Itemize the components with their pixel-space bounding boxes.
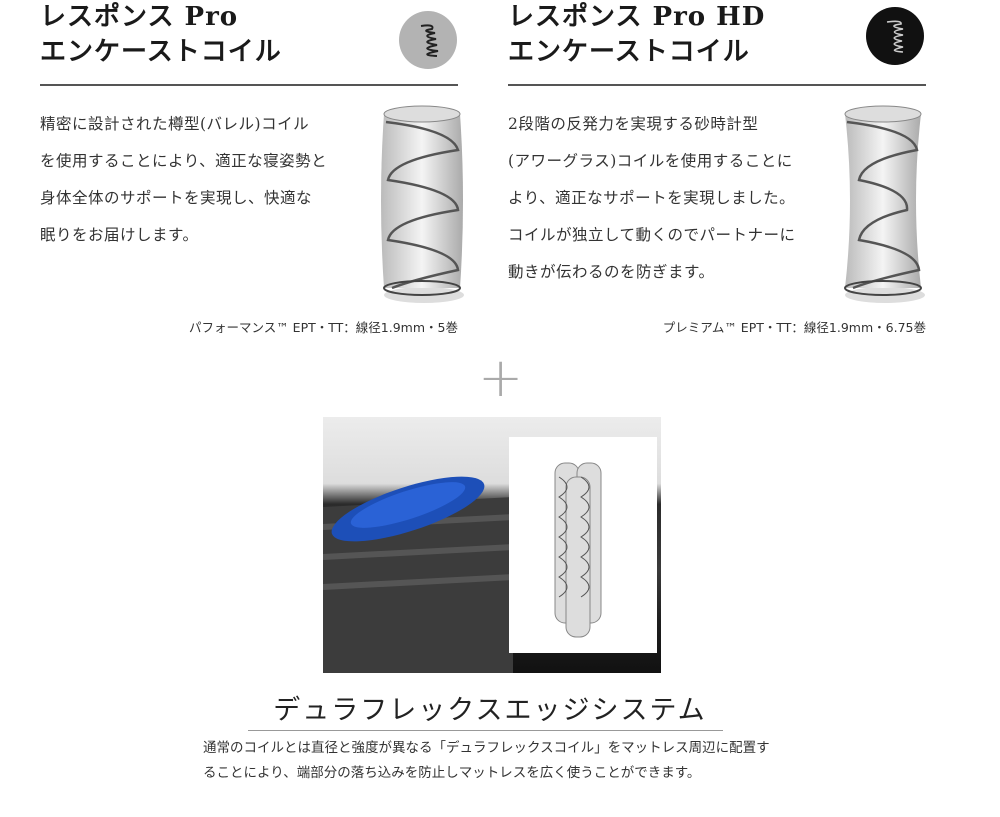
right-title-line2: エンケーストコイル (508, 37, 750, 67)
plus-icon: + (478, 346, 524, 409)
left-caption: パフォーマンス™ EPT・TT：線径1.9mm・5巻 (188, 320, 458, 335)
left-divider (40, 84, 458, 86)
body-line: ることにより、端部分の落ち込みを防止しマットレスを広く使うことができます。 (203, 765, 701, 781)
body-line: 動きが伝わるのを防ぎます。 (508, 263, 715, 281)
left-title-line1: レスポンス Pro (40, 2, 239, 32)
body-line: コイルが独立して動くのでパートナーに (508, 226, 796, 244)
coil-badge-icon (866, 7, 924, 65)
body-line: (アワーグラス)コイルを使用することに (508, 152, 793, 170)
left-body: 精密に設計された樽型(バレル)コイルを使用することにより、適正な寝姿勢と身体全体… (40, 106, 327, 254)
body-line: より、適正なサポートを実現しました。 (508, 189, 796, 207)
right-title-line1: レスポンス Pro HD (508, 2, 766, 32)
right-caption: プレミアム™ EPT・TT：線径1.9mm・6.75巻 (662, 320, 926, 335)
edge-body: 通常のコイルとは直径と強度が異なる「デュラフレックスコイル」をマットレス周辺に配… (203, 736, 770, 786)
right-divider (508, 84, 926, 86)
mattress-edge-photo (323, 417, 661, 673)
edge-title-underline (248, 730, 723, 731)
body-line: 通常のコイルとは直径と強度が異なる「デュラフレックスコイル」をマットレス周辺に配… (203, 740, 770, 756)
body-line: 眠りをお届けします。 (40, 226, 199, 244)
hourglass-coil-image (844, 105, 925, 303)
coil-badge-icon (399, 11, 457, 69)
left-title: レスポンス Pro エンケーストコイル (40, 0, 282, 70)
right-body: 2段階の反発力を実現する砂時計型 (アワーグラス)コイルを使用することにより、適正… (508, 106, 796, 291)
body-line: 2段階の反発力を実現する砂時計型 (508, 115, 759, 133)
right-title: レスポンス Pro HD エンケーストコイル (508, 0, 765, 70)
left-title-line2: エンケーストコイル (40, 37, 282, 67)
edge-system-title: デュラフレックスエッジシステム (273, 695, 707, 726)
body-line: を使用することにより、適正な寝姿勢と (40, 152, 328, 170)
barrel-coil-image (381, 105, 464, 303)
body-line: 精密に設計された樽型(バレル)コイル (40, 115, 310, 133)
body-line: 身体全体のサポートを実現し、快適な (40, 189, 313, 207)
